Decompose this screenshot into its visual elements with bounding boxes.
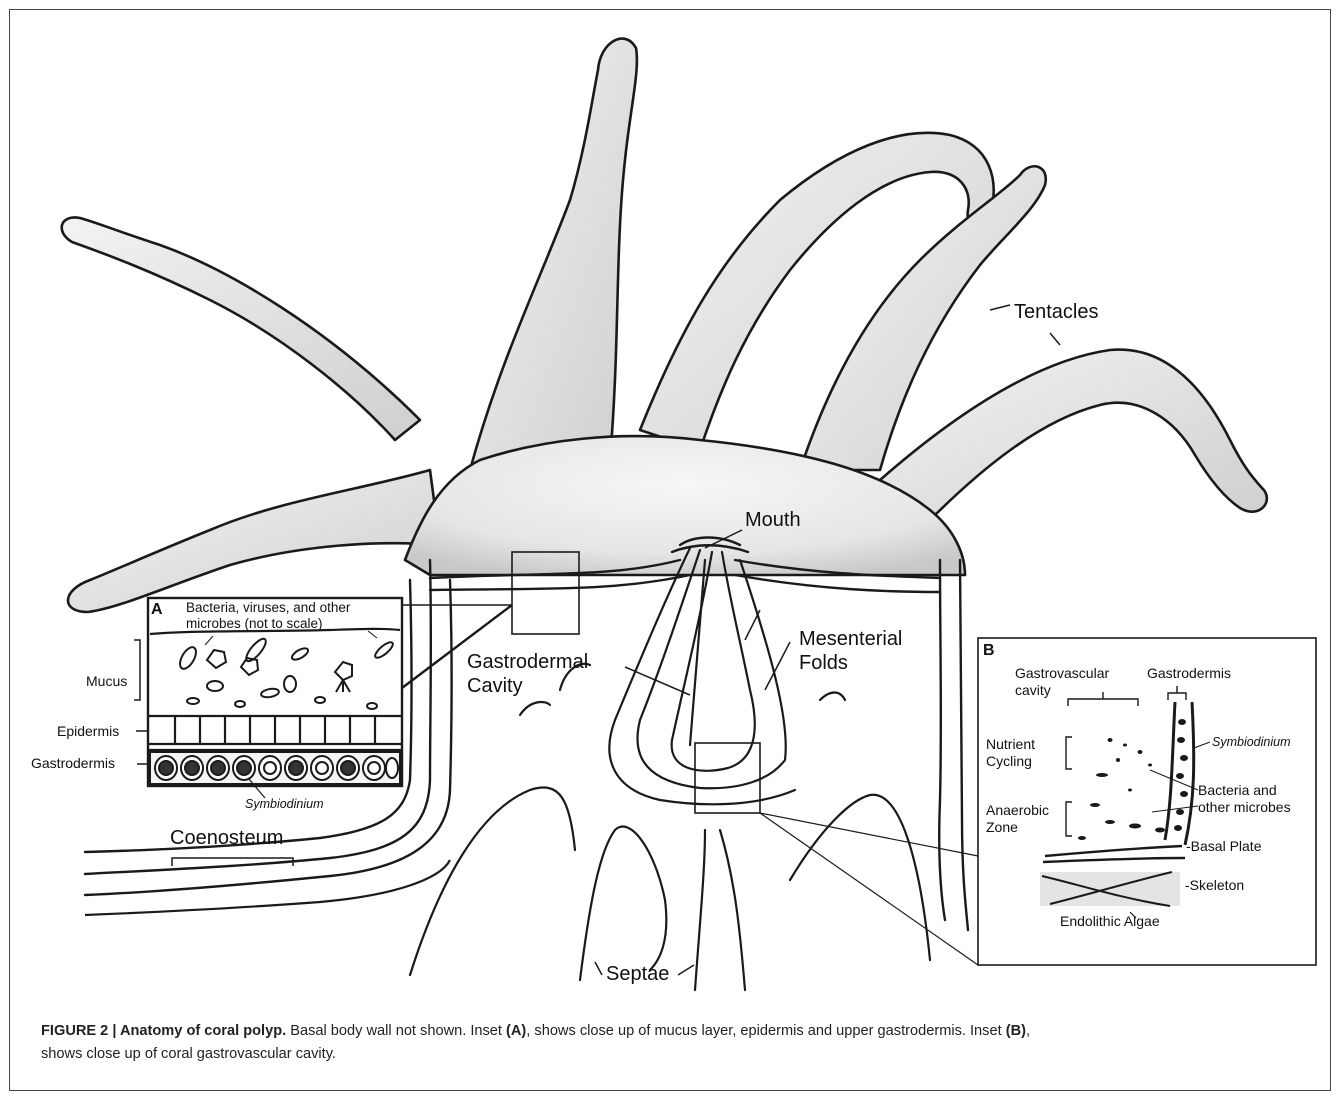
caption-text-3: , bbox=[1026, 1023, 1030, 1039]
inset-b-skeleton: -Skeleton bbox=[1185, 877, 1244, 893]
label-gastrodermal-2: Cavity bbox=[467, 675, 523, 697]
inset-a-epidermis: Epidermis bbox=[57, 723, 119, 739]
inset-b-anaerobic-2: Zone bbox=[986, 819, 1018, 835]
label-septae: Septae bbox=[606, 963, 669, 985]
figure-caption: FIGURE 2 | Anatomy of coral polyp. Basal… bbox=[41, 1020, 1311, 1066]
caption-text-1: Basal body wall not shown. Inset bbox=[286, 1023, 506, 1039]
inset-a-symbiodinium: Symbiodinium bbox=[245, 797, 324, 811]
inset-a: A Bacteria, viruses, and other microbes … bbox=[31, 598, 402, 811]
label-gastrodermal-1: Gastrodermal bbox=[467, 651, 588, 673]
label-mesenterial-2: Folds bbox=[799, 652, 848, 674]
inset-b-gastrovascular-1: Gastrovascular bbox=[1015, 665, 1109, 681]
inset-b-symbiodinium: Symbiodinium bbox=[1212, 735, 1291, 749]
tentacle-left bbox=[62, 217, 420, 440]
inset-a-note-1: Bacteria, viruses, and other bbox=[186, 600, 351, 615]
septae bbox=[410, 664, 930, 990]
label-tentacles: Tentacles bbox=[1014, 301, 1099, 323]
inset-b: B Gastrovascular cavity Gastrodermis bbox=[978, 638, 1316, 965]
coenosteum-surface bbox=[85, 860, 450, 915]
caption-text-2: , shows close up of mucus layer, epiderm… bbox=[526, 1023, 1005, 1039]
caption-ref-b: (B) bbox=[1006, 1023, 1026, 1039]
label-mouth: Mouth bbox=[745, 509, 801, 531]
inset-b-nutrient-2: Cycling bbox=[986, 753, 1032, 769]
inset-b-anaerobic-1: Anaerobic bbox=[986, 802, 1049, 818]
mesenterial-folds bbox=[609, 548, 795, 804]
inset-b-nutrient-1: Nutrient bbox=[986, 736, 1035, 752]
tentacle-lower-left bbox=[68, 470, 440, 612]
inset-b-gastrodermis: Gastrodermis bbox=[1147, 665, 1231, 681]
label-mesenterial-1: Mesenterial bbox=[799, 628, 902, 650]
inset-b-letter: B bbox=[983, 642, 995, 659]
caption-text-4: shows close up of coral gastrovascular c… bbox=[41, 1046, 336, 1062]
inset-a-gastrodermis: Gastrodermis bbox=[31, 755, 115, 771]
inset-a-mucus: Mucus bbox=[86, 673, 127, 689]
inset-b-gastrovascular-2: cavity bbox=[1015, 682, 1051, 698]
inset-b-basal-plate: -Basal Plate bbox=[1186, 838, 1262, 854]
caption-lead: FIGURE 2 | Anatomy of coral polyp. bbox=[41, 1023, 286, 1039]
inset-b-bacteria-2: other microbes bbox=[1198, 799, 1291, 815]
inset-b-bacteria-1: Bacteria and bbox=[1198, 782, 1277, 798]
tentacle-center bbox=[470, 39, 637, 470]
inset-b-endolithic: Endolithic Algae bbox=[1060, 913, 1160, 929]
inset-a-letter: A bbox=[151, 601, 163, 618]
polyp-body bbox=[62, 39, 1267, 612]
caption-ref-a: (A) bbox=[506, 1023, 526, 1039]
label-coenosteum: Coenosteum bbox=[170, 827, 283, 849]
tentacle-right bbox=[880, 350, 1267, 520]
inset-a-note-2: microbes (not to scale) bbox=[186, 616, 323, 631]
